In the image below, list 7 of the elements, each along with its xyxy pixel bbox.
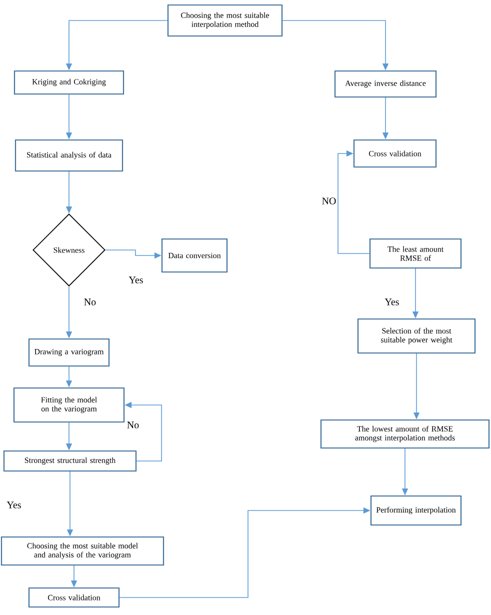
edge-label: No [126, 420, 140, 430]
edge-label: No [82, 298, 98, 306]
edge-label: NO [320, 196, 338, 206]
arrow [338, 150, 370, 254]
edge-label: Yes [384, 298, 400, 306]
edge-label: Yes [128, 276, 144, 284]
edge-label: Yes [6, 500, 22, 510]
